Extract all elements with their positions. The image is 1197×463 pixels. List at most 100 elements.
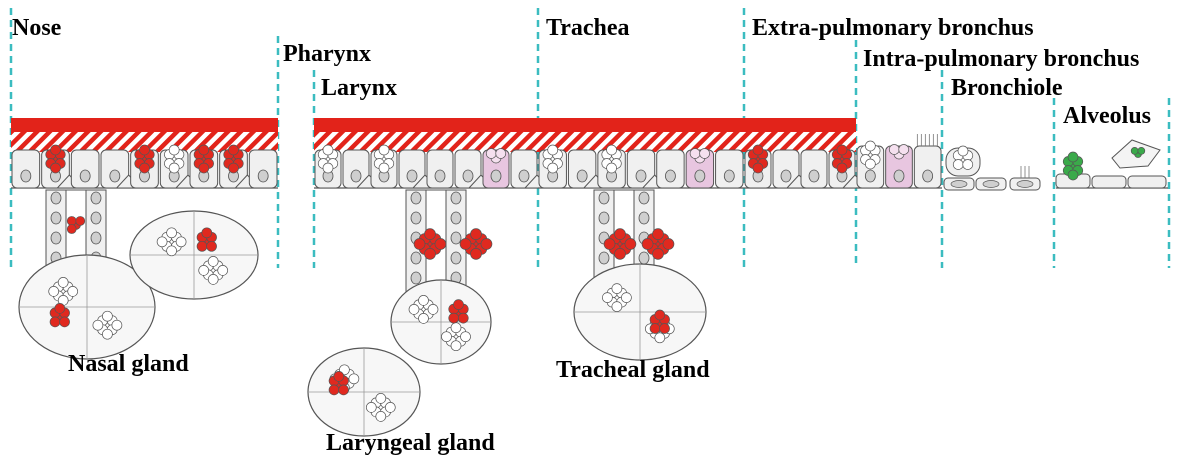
mucus-gel-layer xyxy=(11,118,278,132)
serous-granule xyxy=(548,163,558,173)
nucleus xyxy=(411,272,421,284)
nucleus xyxy=(577,170,587,182)
serous-granule xyxy=(963,160,973,170)
nucleus xyxy=(923,170,933,182)
nucleus xyxy=(463,170,473,182)
red-granule xyxy=(229,145,239,155)
nucleus xyxy=(865,170,875,182)
red-granule xyxy=(199,145,209,155)
serous-granule xyxy=(323,145,333,155)
green-granule xyxy=(1068,170,1078,180)
nucleus xyxy=(894,170,904,182)
nucleus xyxy=(51,212,61,224)
nucleus xyxy=(21,170,31,182)
mucin-granule xyxy=(889,145,899,155)
nucleus xyxy=(809,170,819,182)
red-granule xyxy=(425,248,436,259)
region-label-trachea: Trachea xyxy=(546,16,630,40)
red-granule xyxy=(435,239,446,250)
red-granule xyxy=(425,229,436,240)
region-label-bronchiole: Bronchiole xyxy=(951,76,1063,100)
nucleus xyxy=(51,192,61,204)
red-granule xyxy=(202,228,212,238)
serous-granule xyxy=(208,274,218,284)
red-granule xyxy=(460,239,471,250)
nucleus xyxy=(91,212,101,224)
serous-granule xyxy=(865,141,875,151)
serous-granule xyxy=(176,237,186,247)
serous-granule xyxy=(199,265,209,275)
region-label-nose: Nose xyxy=(12,16,61,40)
region-label-pharynx: Pharynx xyxy=(283,42,371,66)
nucleus xyxy=(411,252,421,264)
red-granule xyxy=(625,239,636,250)
nucleus xyxy=(636,170,646,182)
red-granule xyxy=(458,313,468,323)
red-granule xyxy=(604,239,615,250)
nucleus xyxy=(951,181,967,188)
red-granule xyxy=(67,225,76,234)
mucin-granule xyxy=(486,149,496,159)
red-granule xyxy=(642,239,653,250)
nucleus xyxy=(258,170,268,182)
gland-label-tracheal: Tracheal gland xyxy=(556,358,710,382)
serous-granule xyxy=(461,332,471,342)
nucleus xyxy=(639,252,649,264)
red-granule xyxy=(334,371,344,381)
red-granule xyxy=(51,163,61,173)
serous-granule xyxy=(548,145,558,155)
mucin-granule xyxy=(899,145,909,155)
serous-granule xyxy=(958,146,968,156)
nucleus xyxy=(451,252,461,264)
red-granule xyxy=(199,163,209,173)
nucleus xyxy=(451,192,461,204)
serous-granule xyxy=(602,293,612,303)
red-granule xyxy=(50,317,60,327)
red-granule xyxy=(660,324,670,334)
serous-granule xyxy=(167,246,177,256)
nucleus xyxy=(665,170,675,182)
region-label-alveolus: Alveolus xyxy=(1063,104,1151,128)
nucleus xyxy=(110,170,120,182)
nucleus xyxy=(724,170,734,182)
red-granule xyxy=(329,385,339,395)
mucus-sol-layer xyxy=(314,132,856,152)
nucleus xyxy=(599,192,609,204)
region-label-extra-pulmonary-bronchus: Extra-pulmonary bronchus xyxy=(752,16,1034,40)
nucleus xyxy=(781,170,791,182)
green-granule xyxy=(1138,147,1145,154)
serous-granule xyxy=(349,374,359,384)
nucleus xyxy=(411,212,421,224)
red-granule xyxy=(414,239,425,250)
serous-granule xyxy=(953,160,963,170)
red-granule xyxy=(653,229,664,240)
red-granule xyxy=(471,248,482,259)
red-granule xyxy=(653,248,664,259)
serous-granule xyxy=(607,145,617,155)
serous-granule xyxy=(102,329,112,339)
nucleus xyxy=(91,232,101,244)
serous-granule xyxy=(218,265,228,275)
red-granule xyxy=(481,239,492,250)
red-granule xyxy=(197,241,207,251)
red-granule xyxy=(753,163,763,173)
nucleus xyxy=(695,170,705,182)
serous-granule xyxy=(376,393,386,403)
serous-granule xyxy=(621,293,631,303)
serous-granule xyxy=(612,302,622,312)
red-granule xyxy=(140,163,150,173)
nucleus xyxy=(80,170,90,182)
type-i-pneumocyte xyxy=(1092,176,1126,188)
serous-granule xyxy=(655,333,665,343)
red-granule xyxy=(76,216,85,225)
serous-granule xyxy=(112,320,122,330)
red-granule xyxy=(471,229,482,240)
nucleus xyxy=(351,170,361,182)
serous-granule xyxy=(409,304,419,314)
serous-granule xyxy=(865,159,875,169)
nucleus xyxy=(599,212,609,224)
serous-granule xyxy=(419,313,429,323)
nucleus xyxy=(983,181,999,188)
nucleus xyxy=(599,252,609,264)
